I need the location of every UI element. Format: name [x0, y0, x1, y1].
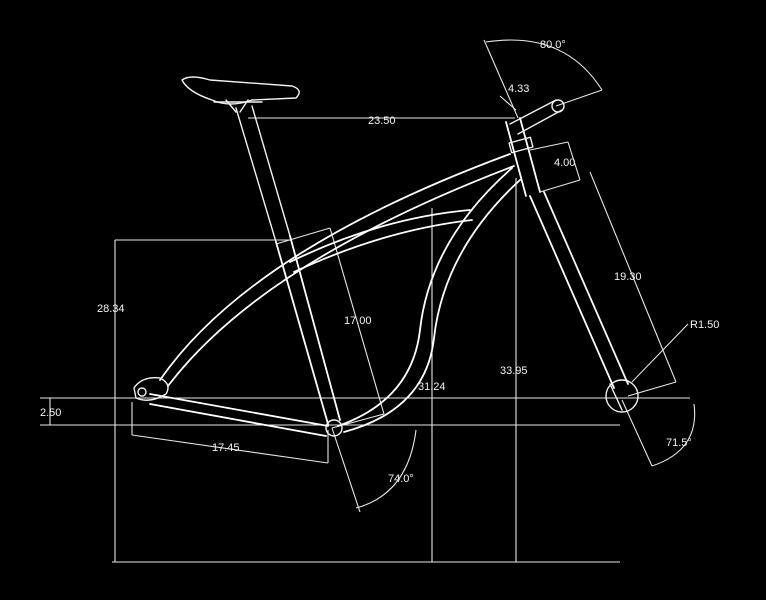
- chain-stay: [149, 393, 329, 427]
- frame-height-label: 28.34: [97, 303, 125, 315]
- saddle-clamp-left: [225, 99, 237, 113]
- stem-dim: [499, 95, 517, 111]
- bb-height-a-label: 31.24: [418, 381, 446, 393]
- rear-dropout: [133, 377, 169, 401]
- frame: [133, 99, 639, 437]
- head-angle-label: 80.0°: [540, 39, 566, 51]
- handlebar-clamp: [551, 99, 565, 113]
- seat-tube-edge: [289, 235, 341, 421]
- saddle-clamp-right: [239, 99, 249, 113]
- front-hub: [605, 379, 639, 413]
- saddle: [181, 76, 300, 113]
- fork-left: [529, 195, 615, 389]
- chain-stay-edge: [149, 403, 327, 437]
- seat-angle-label: 74.0°: [388, 473, 414, 485]
- bb-height-b-label: 33.95: [500, 365, 528, 377]
- seat-post: [235, 107, 277, 243]
- chainstay-length-label: 17.45: [212, 442, 240, 454]
- head-tube-left: [505, 121, 527, 197]
- fork-angle-label: 71.5°: [666, 437, 692, 449]
- seat-dim-top: [275, 227, 331, 245]
- headtube-dim-bottom: [539, 179, 581, 193]
- seat-angle-arc: [355, 429, 417, 509]
- front-hub-mark: [609, 383, 623, 411]
- rear-axle: [137, 387, 147, 397]
- down-tube: [337, 167, 513, 427]
- saddle-body: [181, 76, 300, 105]
- down-tube-edge: [343, 179, 521, 433]
- seat-dim-right: [329, 227, 385, 415]
- bb-drop-label: 2.50: [40, 407, 61, 419]
- top-length-label: 23.50: [368, 115, 396, 127]
- headtube-dim-top: [529, 141, 569, 151]
- dimension-lines: [40, 39, 696, 563]
- stem: [509, 99, 557, 125]
- chainstay-dim: [131, 434, 329, 464]
- stem-edge: [517, 109, 563, 135]
- headtube-dim-side: [567, 141, 581, 181]
- headtube-length-label: 4.00: [554, 157, 575, 169]
- fork-right: [543, 191, 629, 385]
- cross-tube-lower: [293, 219, 473, 273]
- stem-length-label: 4.33: [508, 83, 529, 95]
- fork-dim-end: [627, 381, 677, 397]
- dimension-labels: 80.0° 4.33 23.50 4.00 19.30 R1.50 71.5° …: [40, 39, 719, 485]
- bottom-bracket: [325, 419, 343, 437]
- seat-angle-line: [331, 427, 361, 513]
- seat-tube-length-label: 17.00: [344, 315, 372, 327]
- fork-length-label: 19.30: [614, 271, 642, 283]
- head-angle-arc: [485, 39, 603, 91]
- head-tube-right: [519, 117, 541, 193]
- top-tube-edge: [167, 165, 515, 387]
- headset-cap: [508, 136, 534, 154]
- fork-dim: [589, 171, 677, 383]
- cross-tube-upper: [289, 209, 471, 263]
- seat-tube: [275, 241, 329, 425]
- seat-post-edge: [251, 105, 291, 237]
- radius-leader: [631, 323, 689, 383]
- top-tube: [159, 153, 511, 381]
- fork-angle-line: [621, 399, 653, 467]
- fork-angle-arc: [651, 403, 696, 467]
- head-angle-left: [483, 39, 519, 119]
- wheel-radius-label: R1.50: [690, 319, 719, 331]
